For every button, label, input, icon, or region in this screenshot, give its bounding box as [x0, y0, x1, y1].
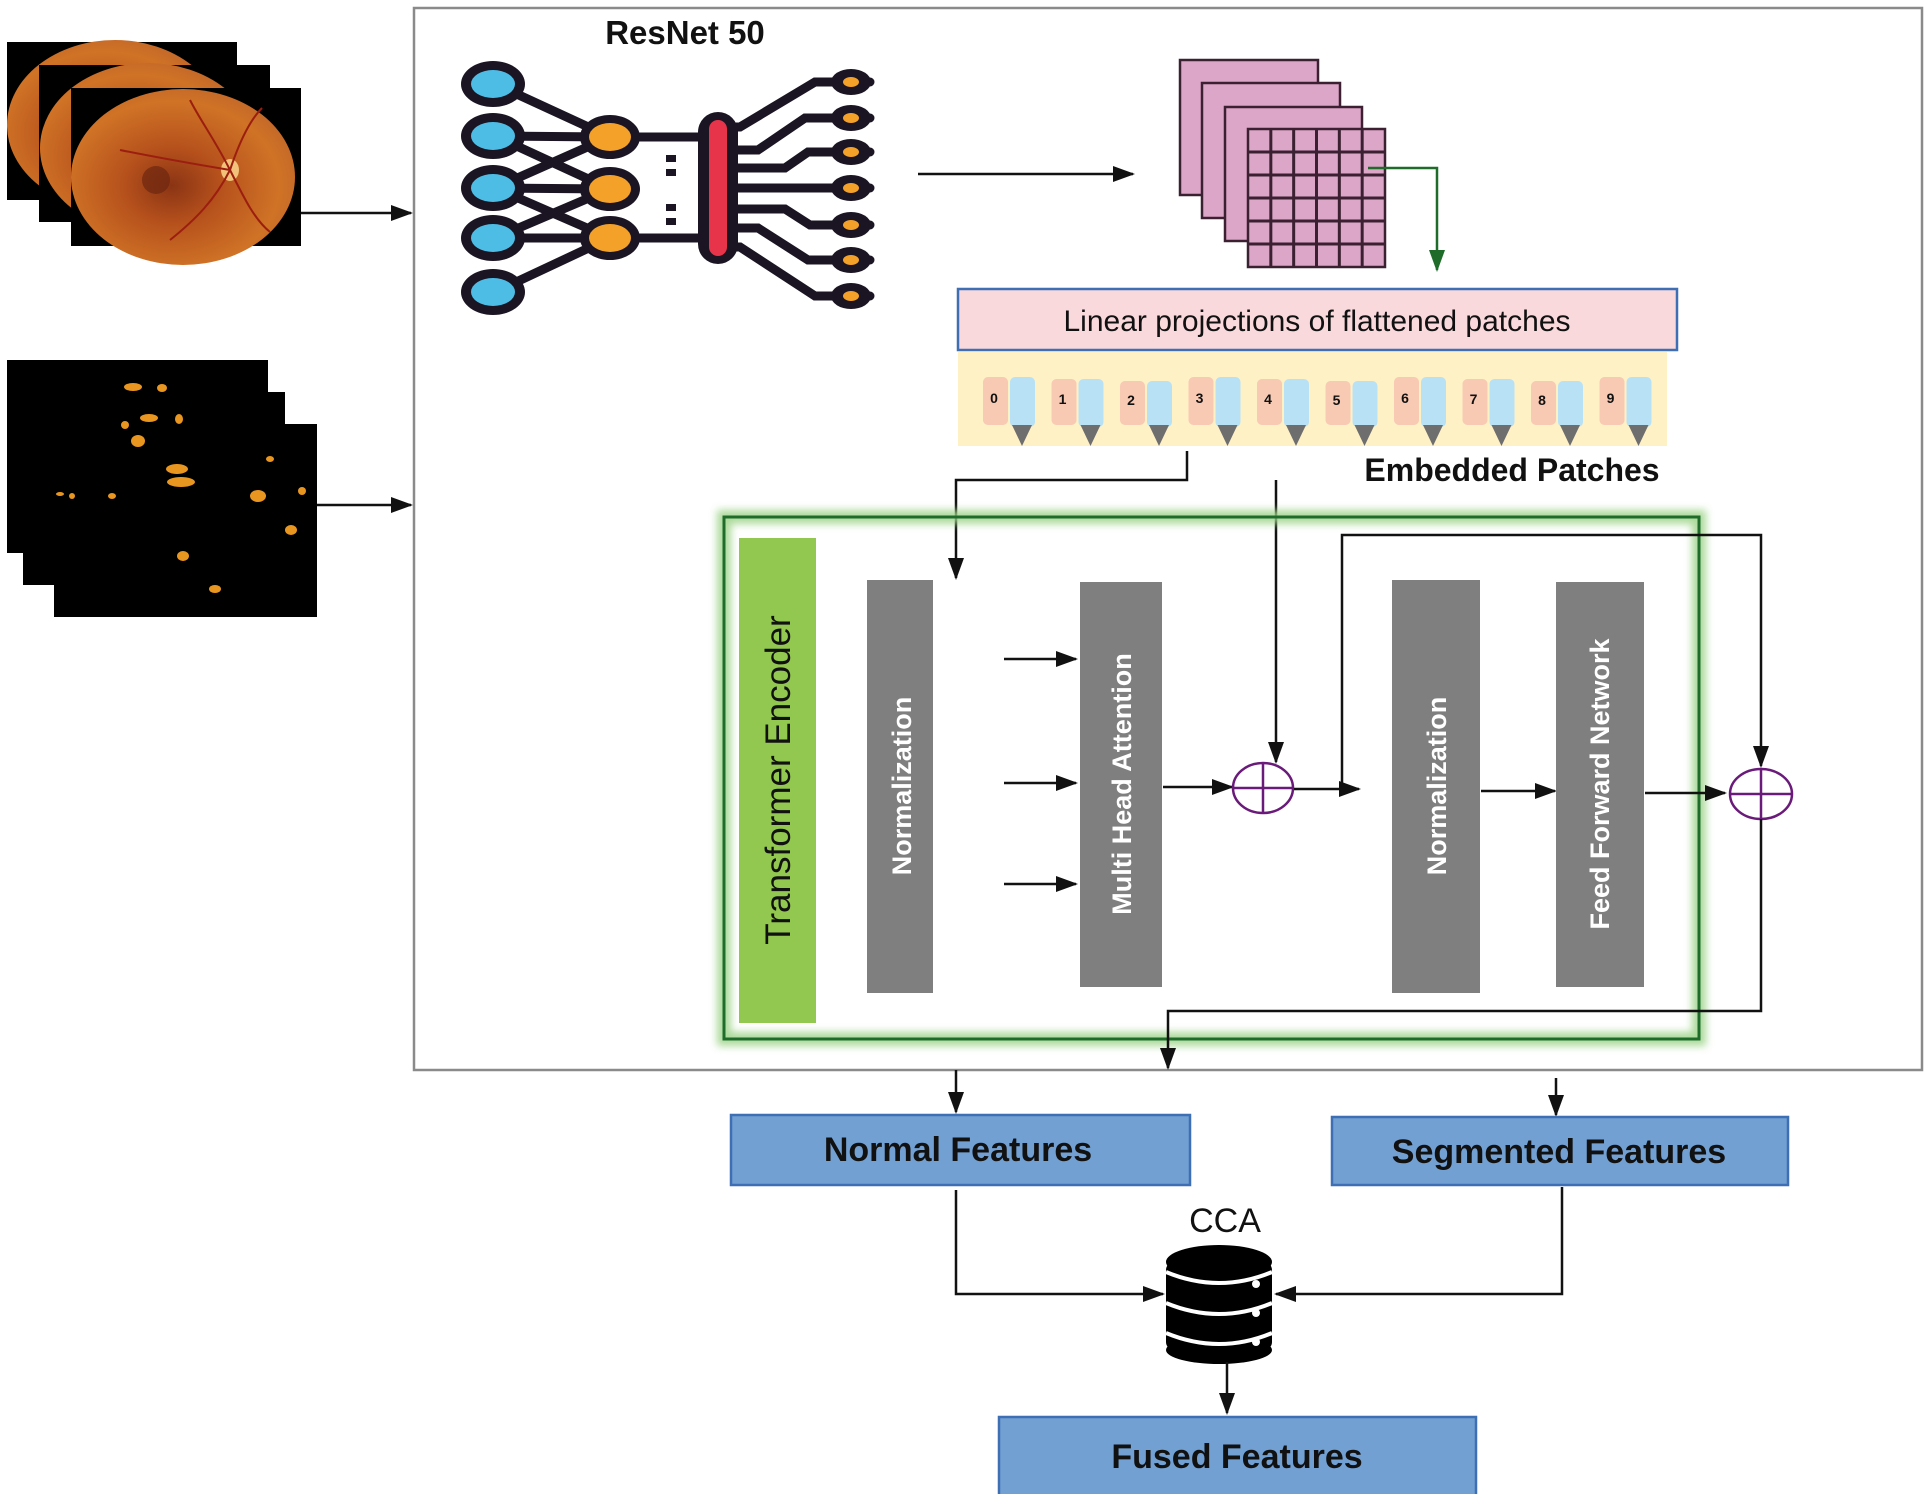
- norm2-label: Normalization: [1422, 697, 1452, 876]
- patch-token: 8: [1531, 381, 1583, 446]
- token-index-label: 4: [1264, 391, 1272, 407]
- token-index-box: [1051, 379, 1077, 425]
- token-index-box: [1188, 377, 1214, 425]
- feature-extractor-frame: [412, 6, 1924, 1072]
- token-vector-box: [1558, 381, 1583, 427]
- embedded-patch-tokens: 0 1 2 3 4 5 6 7 8 9: [983, 377, 1652, 446]
- token-vector-box: [1215, 377, 1241, 427]
- token-index-label: 7: [1470, 391, 1478, 407]
- token-index-box: [1394, 377, 1419, 425]
- embedded-patches-label: Embedded Patches: [1364, 452, 1659, 488]
- patch-grid-icon: [1178, 58, 1387, 269]
- segmented-features-box: [1330, 1115, 1790, 1187]
- patch-token: 1: [1051, 379, 1104, 446]
- segmented-features-label: Segmented Features: [1392, 1133, 1726, 1171]
- normal-features-box: [729, 1113, 1192, 1187]
- token-index-label: 2: [1127, 392, 1135, 408]
- norm1-block: [867, 580, 933, 993]
- lesion-spots: [56, 383, 306, 593]
- token-index-box: [1257, 379, 1282, 425]
- database-icon: [1165, 1245, 1273, 1364]
- token-pointer-icon: [1286, 425, 1306, 446]
- residual-skip-2-arrow: [1294, 533, 1769, 791]
- token-pointer-icon: [1560, 425, 1580, 446]
- patch-token: 4: [1257, 379, 1309, 446]
- token-index-box: [1531, 381, 1556, 425]
- embedding-to-norm1-arrow: [948, 451, 1189, 580]
- cca-label: CCA: [1189, 1202, 1261, 1240]
- token-index-label: 9: [1607, 390, 1615, 406]
- normal-to-cca-arrow: [954, 1190, 1165, 1302]
- norm1-label: Normalization: [887, 697, 917, 876]
- token-index-label: 8: [1538, 392, 1546, 408]
- patch-token: 3: [1188, 377, 1241, 446]
- patch-token: 0: [983, 377, 1035, 446]
- fundus-image-stack: [7, 40, 301, 265]
- encoder-output-arrow: [1160, 819, 1763, 1070]
- encoder-border: [722, 515, 1701, 1041]
- token-index-label: 3: [1196, 390, 1204, 406]
- token-index-box: [1325, 381, 1351, 425]
- patch-token: 7: [1462, 379, 1515, 446]
- token-vector-box: [1489, 379, 1515, 427]
- norm2-block: [1392, 580, 1480, 993]
- token-pointer-icon: [1354, 425, 1375, 446]
- encoder-title: Transformer Encoder: [759, 615, 798, 945]
- residual-add-2-icon: [1728, 767, 1794, 821]
- token-index-box: [1599, 377, 1625, 425]
- macula: [142, 166, 170, 194]
- token-index-box: [1120, 381, 1145, 425]
- token-index-box: [1462, 379, 1488, 425]
- multi-head-attention-label: Multi Head Attention: [1107, 653, 1137, 914]
- token-pointer-icon: [1080, 425, 1101, 446]
- fused-features-box: [997, 1415, 1478, 1494]
- token-vector-box: [1078, 379, 1104, 427]
- segmented-image-stack: [7, 360, 317, 617]
- token-vector-box: [1147, 381, 1172, 427]
- token-pointer-icon: [1012, 425, 1032, 446]
- token-pointer-icon: [1628, 425, 1649, 446]
- token-vector-box: [1284, 379, 1309, 427]
- patch-token: 6: [1394, 377, 1446, 446]
- normal-features-label: Normal Features: [824, 1131, 1092, 1169]
- token-index-label: 6: [1401, 390, 1409, 406]
- feed-forward-label: Feed Forward Network: [1585, 637, 1615, 929]
- token-vector-box: [1421, 377, 1446, 427]
- patch-token: 2: [1120, 381, 1172, 446]
- multi-head-attention-block: [1080, 582, 1162, 987]
- patches-to-projection-arrow: [1368, 166, 1445, 272]
- token-pointer-icon: [1149, 425, 1169, 446]
- token-vector-box: [1010, 377, 1035, 427]
- token-vector-box: [1352, 381, 1378, 427]
- segmented-image: [54, 424, 317, 617]
- residual-add-1-icon: [1231, 761, 1295, 815]
- token-vector-box: [1626, 377, 1652, 427]
- resnet-network-icon: [461, 61, 875, 315]
- patch-token: 5: [1325, 381, 1378, 446]
- token-index-label: 1: [1059, 391, 1067, 407]
- token-pointer-icon: [1217, 425, 1238, 446]
- token-pointer-icon: [1423, 425, 1443, 446]
- token-pointer-icon: [1491, 425, 1512, 446]
- feed-forward-block: [1556, 582, 1644, 987]
- token-index-label: 0: [990, 390, 998, 406]
- linear-projection-box: [956, 287, 1679, 352]
- encoder-title-box: [739, 538, 816, 1023]
- fused-features-label: Fused Features: [1111, 1438, 1362, 1476]
- segmented-to-cca-arrow: [1274, 1187, 1564, 1302]
- token-index-label: 5: [1333, 392, 1341, 408]
- token-index-box: [983, 377, 1008, 425]
- resnet-title: ResNet 50: [605, 14, 765, 51]
- linear-projection-label: Linear projections of flattened patches: [1064, 305, 1571, 338]
- patch-token: 9: [1599, 377, 1652, 446]
- transformer-encoder: Transformer Encoder Normalization Multi …: [717, 510, 1706, 1046]
- fundus-image: [71, 88, 301, 265]
